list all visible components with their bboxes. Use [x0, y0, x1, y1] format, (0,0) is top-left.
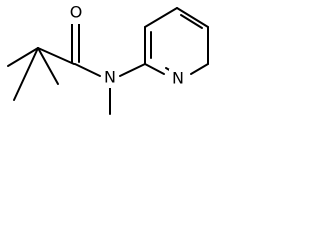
- molecule-drawing: O N N: [7, 3, 209, 115]
- bond-methyl-left: [7, 47, 39, 67]
- structure-canvas: O N N: [0, 0, 216, 128]
- bond-carbonyl-to-nitrogen: [74, 63, 101, 77]
- pyridine-nitrogen-label: N: [172, 69, 184, 88]
- oxygen-label-background: [66, 4, 86, 24]
- pyridine-nitrogen-label-background: [169, 69, 187, 89]
- bond-methyl-lower: [13, 47, 39, 101]
- bond-ring-2: [144, 7, 178, 28]
- bond-ring-6: [144, 63, 165, 75]
- bond-ring-3: [176, 7, 209, 28]
- bond-nitrogen-to-pyridine: [119, 63, 146, 77]
- bond-ring-5: [190, 63, 209, 75]
- oxygen-label: O: [70, 3, 83, 22]
- amide-nitrogen-label-background: [101, 68, 119, 88]
- bond-quaternary-to-carbonyl: [37, 47, 75, 65]
- bond-methyl-right: [37, 47, 59, 85]
- ring-inner-double-bond-2: [180, 14, 203, 29]
- amide-nitrogen-label: N: [104, 68, 116, 87]
